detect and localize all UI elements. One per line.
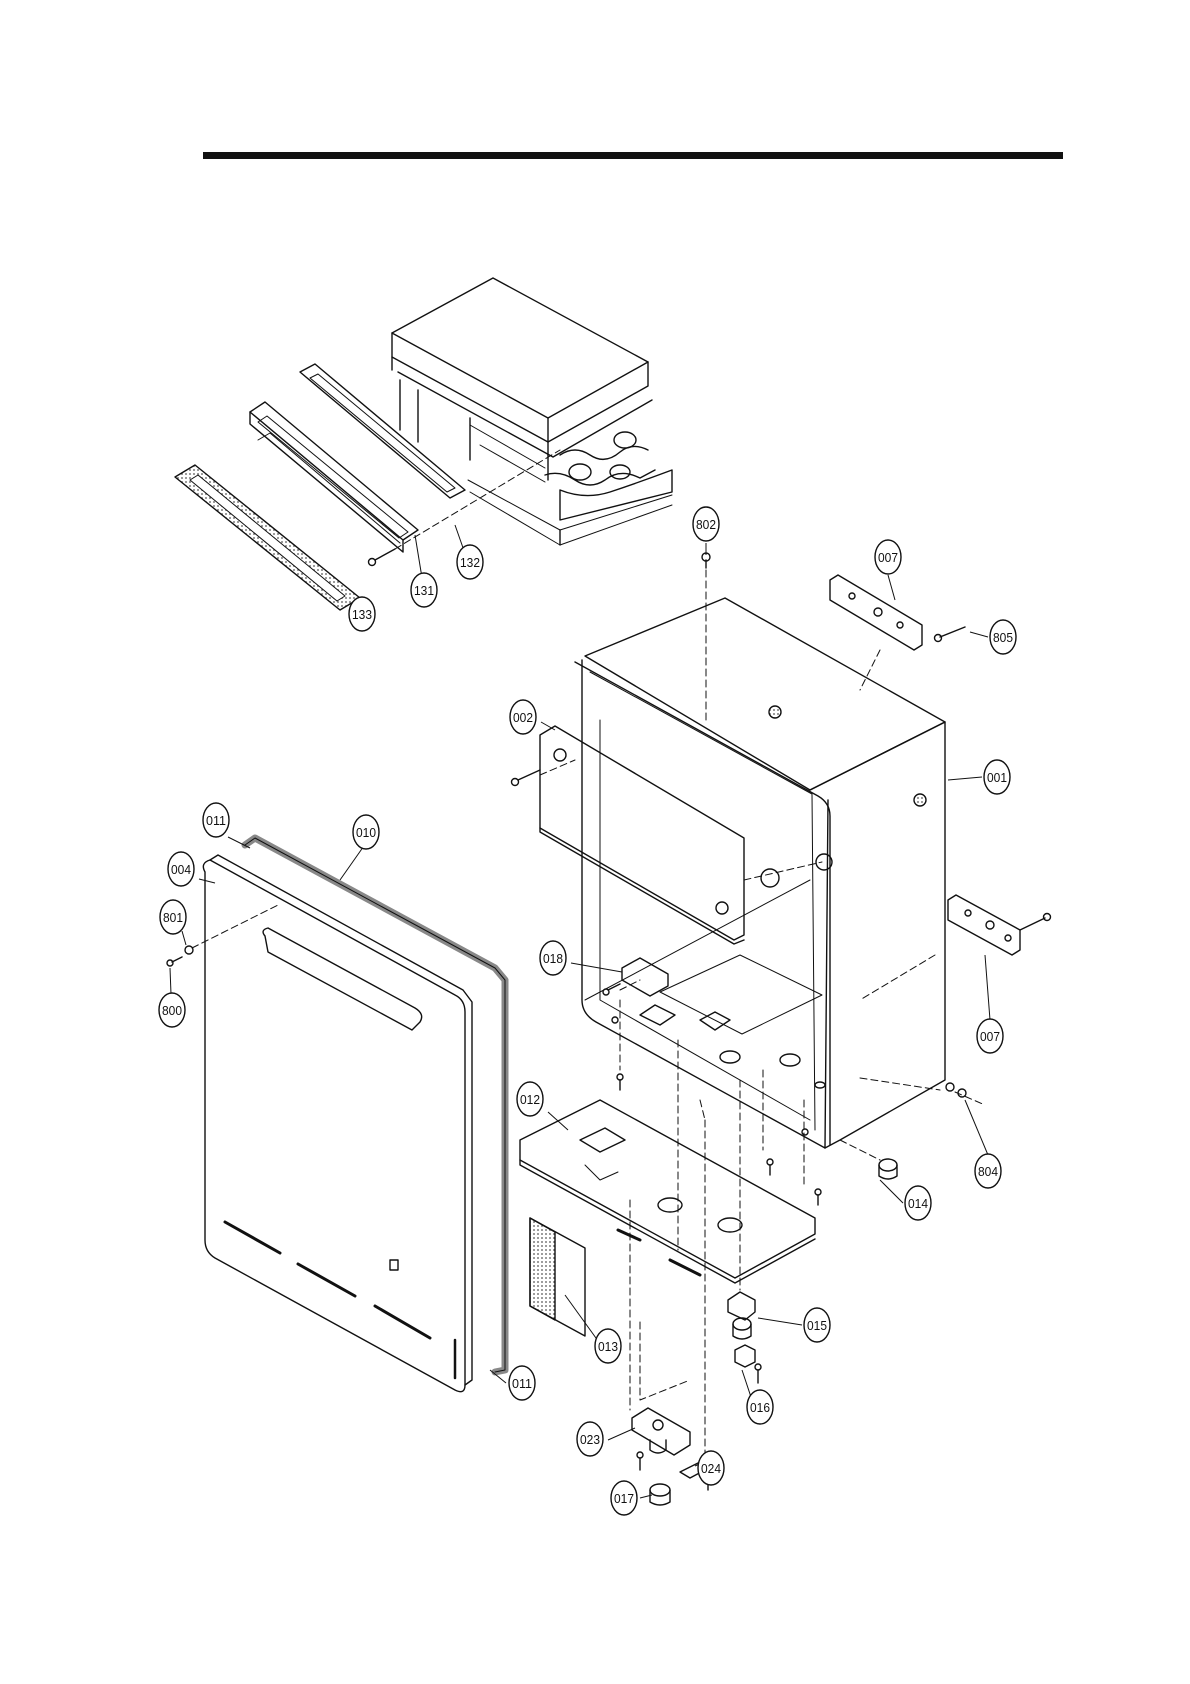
- gasket-010: [245, 838, 505, 1372]
- callout-label: 010: [356, 825, 376, 840]
- callout-011a: 011: [203, 803, 229, 837]
- callout-016: 016: [747, 1390, 773, 1424]
- callout-801: 801: [160, 900, 186, 934]
- callout-007a: 007: [875, 540, 901, 574]
- callout-131: 131: [411, 573, 437, 607]
- screws-800-801: [167, 946, 193, 966]
- callout-label: 023: [580, 1432, 600, 1447]
- heat-exchanger: [392, 278, 672, 545]
- callout-label: 805: [993, 630, 1013, 645]
- callout-label: 011: [512, 1376, 532, 1391]
- callout-label: 132: [460, 555, 480, 570]
- callout-805: 805: [990, 620, 1016, 654]
- washer-804: [946, 1083, 966, 1097]
- callout-132: 132: [457, 545, 483, 579]
- callout-label: 001: [987, 770, 1007, 785]
- screw-805: [935, 627, 966, 642]
- screw-002: [512, 770, 541, 786]
- callout-label: 015: [807, 1318, 827, 1333]
- bracket-007-right: [948, 895, 1020, 955]
- callout-label: 802: [696, 517, 716, 532]
- callout-002: 002: [510, 700, 536, 734]
- screw-top-left: [369, 549, 396, 566]
- main-case: [575, 598, 945, 1148]
- fitting-015: [728, 1292, 755, 1339]
- callout-001: 001: [984, 760, 1010, 794]
- callout-label: 131: [414, 583, 434, 598]
- header-rule: [203, 152, 1063, 159]
- bracket-007-top: [830, 575, 922, 650]
- callout-015: 015: [804, 1308, 830, 1342]
- callout-label: 018: [543, 951, 563, 966]
- screw-right: [1020, 914, 1051, 931]
- callout-010: 010: [353, 815, 379, 849]
- leader-lines: [170, 525, 990, 1498]
- gas-connector-023: [632, 1408, 690, 1470]
- callout-label: 014: [908, 1196, 928, 1211]
- assembly-lines: [540, 570, 985, 1460]
- callout-label: 016: [750, 1400, 770, 1415]
- access-panel: [540, 726, 744, 944]
- callout-018: 018: [540, 941, 566, 975]
- callout-label: 013: [598, 1339, 618, 1354]
- cap-017: [650, 1484, 670, 1505]
- fitting-016: [735, 1345, 761, 1383]
- base-plate: [520, 1100, 815, 1283]
- callout-label: 800: [162, 1003, 182, 1018]
- seal-133: [175, 465, 360, 610]
- callout-label: 801: [163, 910, 183, 925]
- callout-800: 800: [159, 993, 185, 1027]
- callout-label: 007: [878, 550, 898, 565]
- callout-802: 802: [693, 507, 719, 541]
- callout-label: 024: [701, 1461, 721, 1476]
- callout-label: 804: [978, 1164, 998, 1179]
- callout-label: 002: [513, 710, 533, 725]
- callout-024: 024: [698, 1451, 724, 1485]
- front-cover-004: [203, 860, 465, 1392]
- callout-017: 017: [611, 1481, 637, 1515]
- callout-013: 013: [595, 1329, 621, 1363]
- callout-007b: 007: [977, 1019, 1003, 1053]
- callout-label: 007: [980, 1029, 1000, 1044]
- foot-014: [879, 1159, 897, 1179]
- callout-label: 011: [206, 813, 226, 828]
- callout-label: 017: [614, 1491, 634, 1506]
- callout-label: 133: [352, 607, 372, 622]
- callout-004: 004: [168, 852, 194, 886]
- callout-023: 023: [577, 1422, 603, 1456]
- screws-lower: [617, 553, 821, 1205]
- label-013: [530, 1218, 585, 1336]
- callout-011b: 011: [509, 1366, 535, 1400]
- callout-012: 012: [517, 1082, 543, 1116]
- callout-804: 804: [975, 1154, 1001, 1188]
- gasket-132: [300, 364, 465, 498]
- callout-label: 012: [520, 1092, 540, 1107]
- callout-label: 004: [171, 862, 191, 877]
- callout-014: 014: [905, 1186, 931, 1220]
- callout-133: 133: [349, 597, 375, 631]
